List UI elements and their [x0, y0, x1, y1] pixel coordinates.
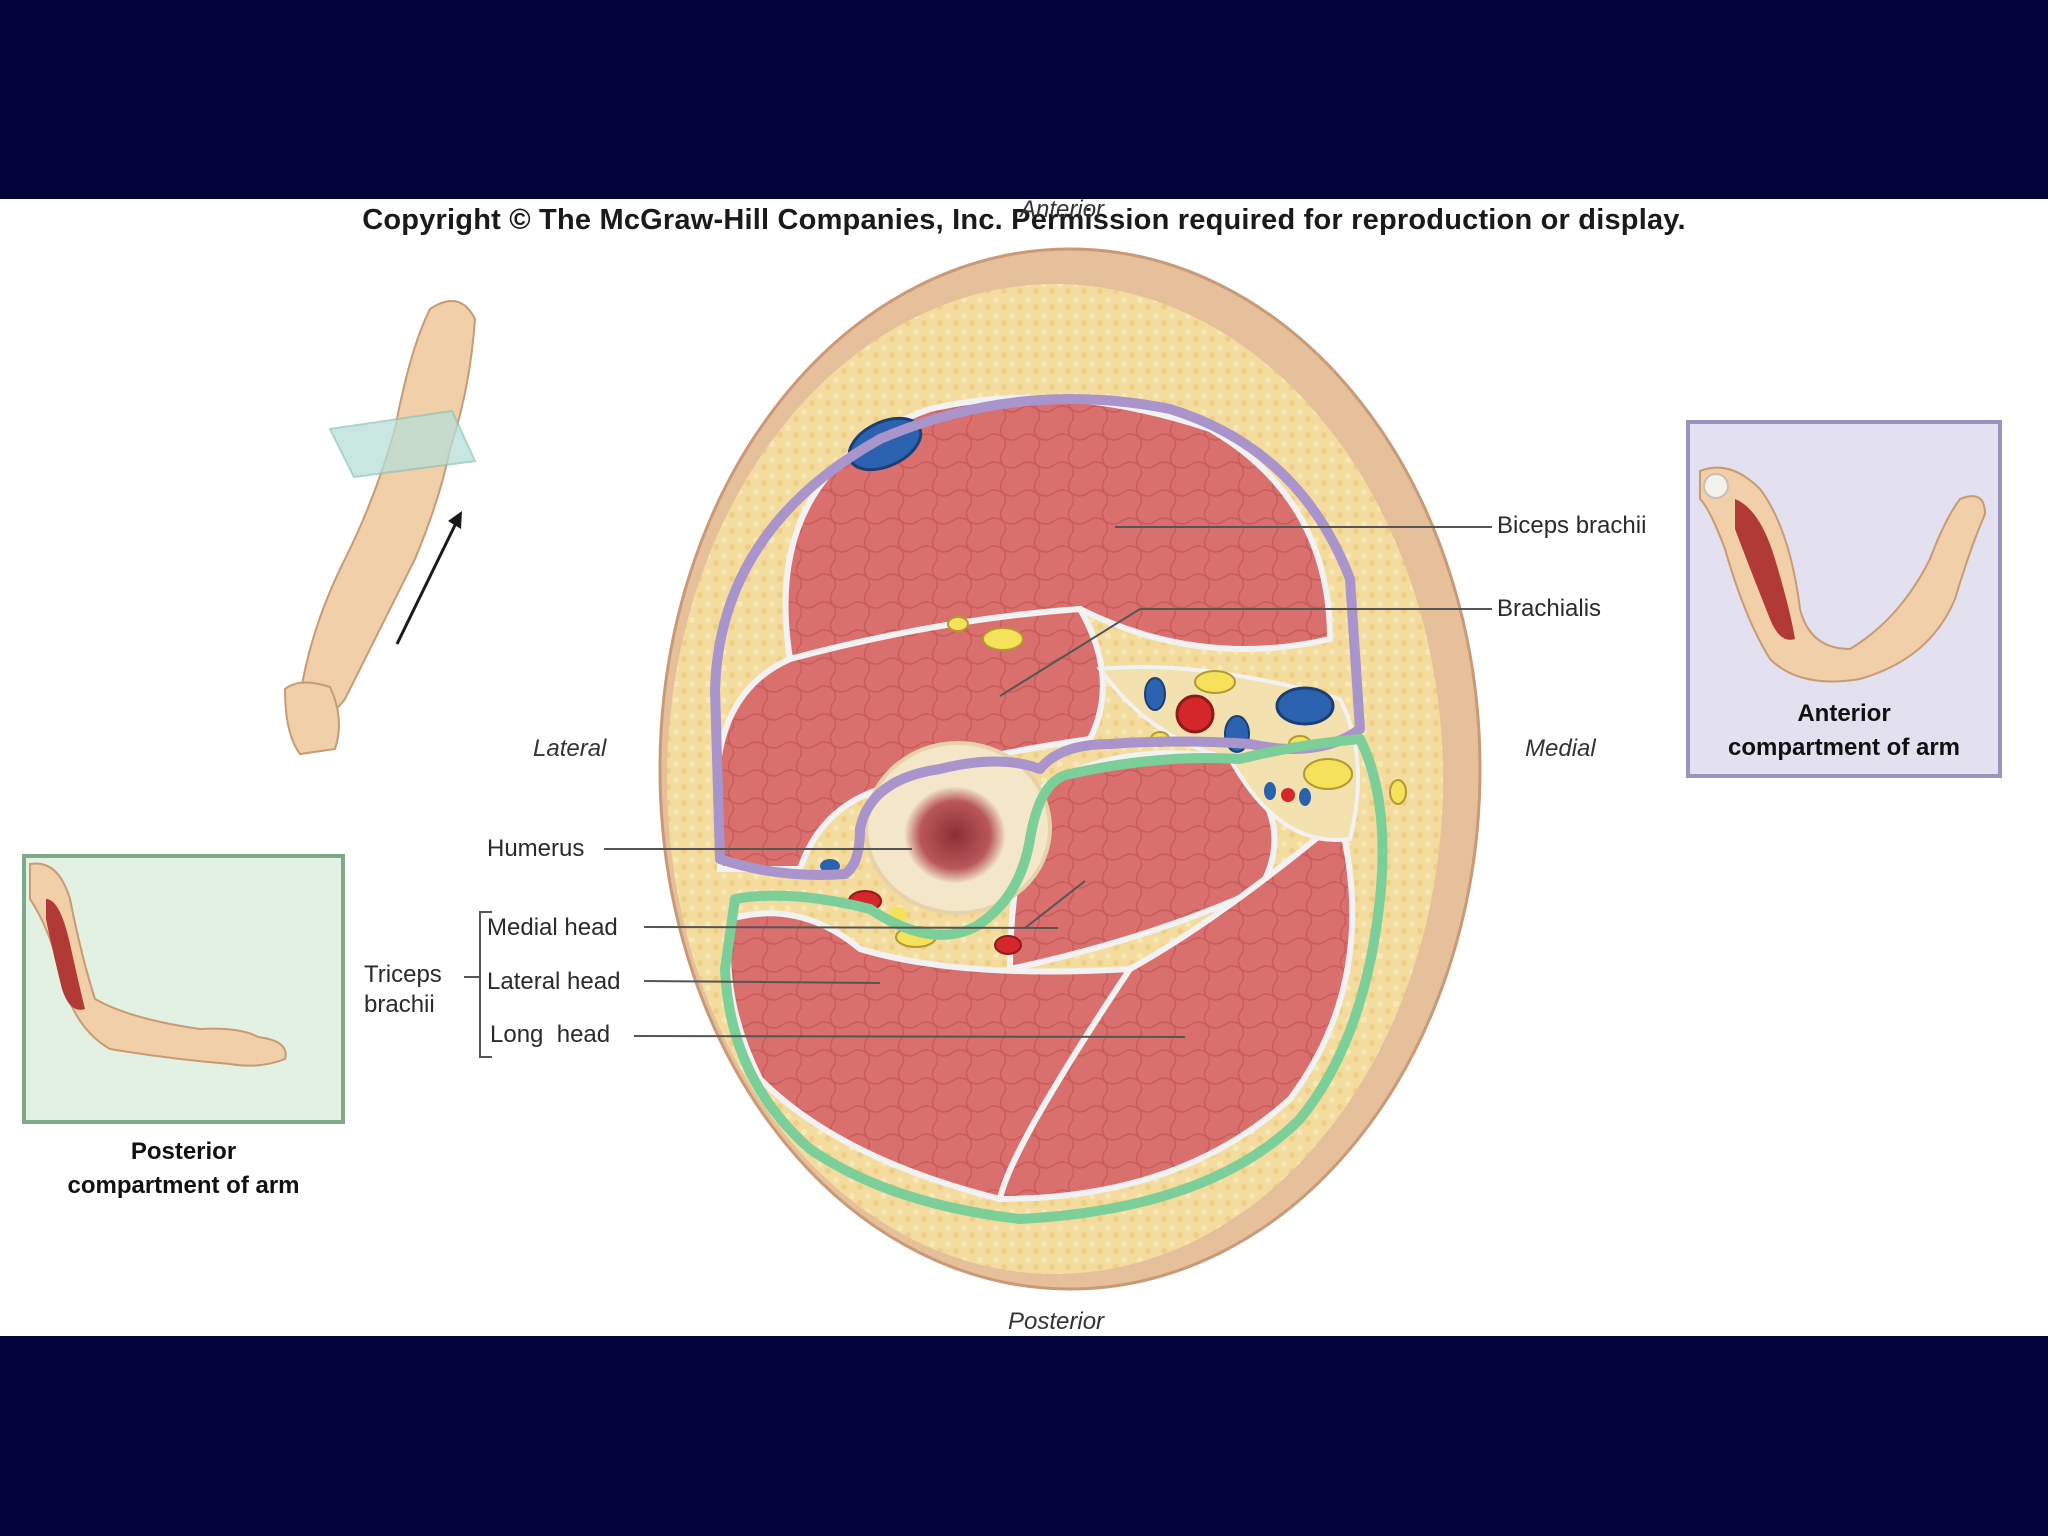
arm-orientation-thumbnail: [285, 301, 475, 754]
arm-sketch: [300, 301, 475, 715]
top-band: [0, 0, 2048, 199]
artery: [995, 936, 1021, 954]
posterior-caption-line1: Posterior: [24, 1135, 343, 1169]
triceps-brachii-label-line2: brachii: [364, 991, 435, 1019]
nerve: [983, 628, 1023, 650]
nerve: [1304, 759, 1352, 789]
humerus-label: Humerus: [487, 835, 584, 863]
slide: Copyright © The McGraw-Hill Companies, I…: [0, 199, 2048, 1336]
basilic-vein: [1277, 688, 1333, 724]
brachialis-label: Brachialis: [1497, 595, 1601, 623]
medial-head-label: Medial head: [487, 914, 618, 942]
anterior-caption-line2: compartment of arm: [1688, 731, 2000, 765]
medial-head-leader: [644, 927, 1058, 928]
anterior-label: Anterior: [1020, 199, 1104, 224]
posterior-compartment-caption: Posterior compartment of arm: [24, 1135, 343, 1203]
nerve: [948, 617, 968, 631]
long-head-leader: [634, 1036, 1185, 1037]
nerve: [1390, 780, 1406, 804]
posterior-label: Posterior: [1008, 1308, 1104, 1336]
vein: [1264, 782, 1276, 800]
biceps-brachii-label: Biceps brachii: [1497, 512, 1646, 540]
lateral-head-label: Lateral head: [487, 968, 620, 996]
brachial-artery: [1177, 696, 1213, 732]
cross-section: [660, 249, 1480, 1289]
humerus-marrow: [905, 787, 1005, 883]
anterior-compartment-caption: Anterior compartment of arm: [1688, 697, 2000, 765]
shoulder-joint: [1704, 474, 1728, 498]
bottom-band: [0, 1336, 2048, 1536]
nerve: [1195, 671, 1235, 693]
vein: [1299, 788, 1311, 806]
long-head-label: Long head: [490, 1021, 610, 1049]
artery: [1281, 788, 1295, 802]
medial-label: Medial: [1525, 735, 1596, 763]
lateral-label: Lateral: [533, 735, 606, 763]
vein: [1145, 678, 1165, 710]
posterior-compartment-inset: [24, 856, 343, 1122]
triceps-brachii-label-line1: Triceps: [364, 961, 442, 989]
anterior-caption-line1: Anterior: [1688, 697, 2000, 731]
posterior-caption-line2: compartment of arm: [24, 1169, 343, 1203]
section-plane: [330, 411, 475, 477]
hand-sketch: [285, 682, 339, 754]
